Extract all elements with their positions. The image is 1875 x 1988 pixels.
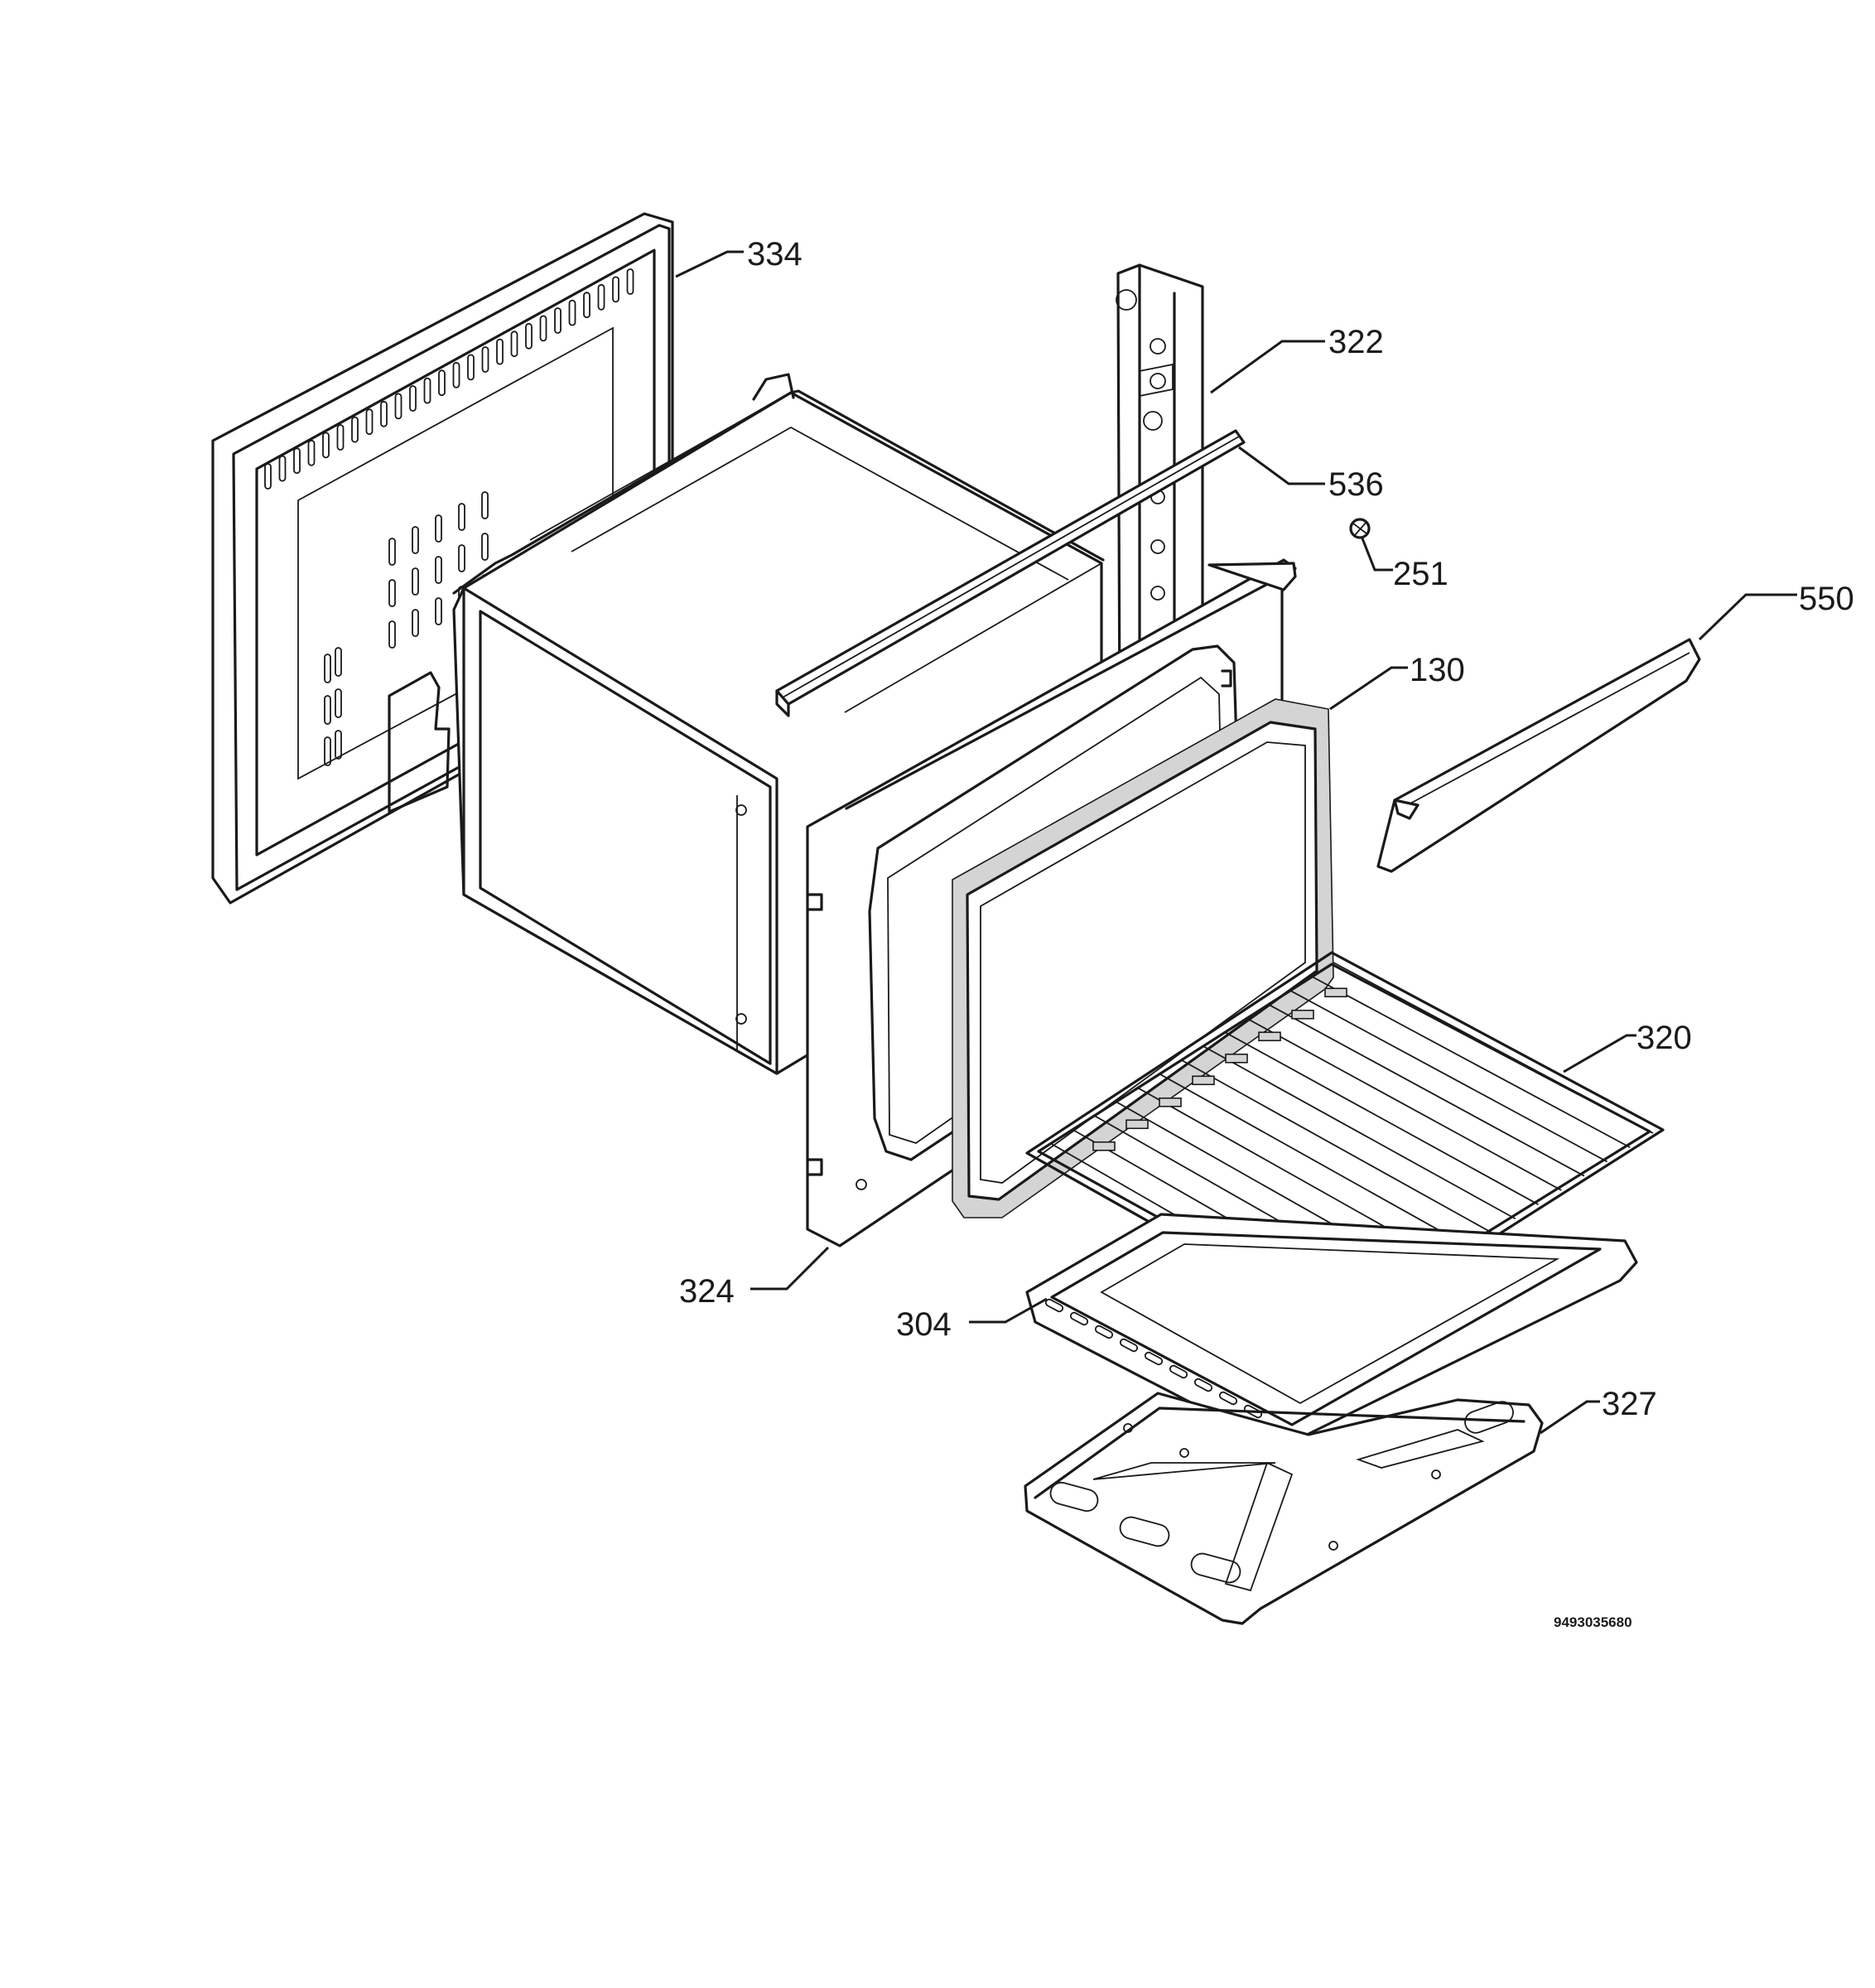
shelf-stop <box>1258 1031 1281 1042</box>
vent-slot <box>412 526 419 554</box>
part-334-rear-panel <box>211 212 674 905</box>
shelf-stop <box>1092 1141 1116 1151</box>
vent-slot <box>496 338 504 365</box>
vent-slot <box>568 299 576 326</box>
part-327-bottom-plate <box>1024 1392 1544 1625</box>
vent-slot <box>365 408 374 436</box>
vent-slot <box>467 354 475 381</box>
vent-slot <box>481 533 489 561</box>
vent-slot <box>394 393 402 420</box>
vent-slot <box>423 377 431 404</box>
vent-slot <box>409 385 417 412</box>
vent-slot <box>583 292 590 319</box>
callout-304: 304 <box>896 1306 952 1343</box>
vent-slot <box>438 369 446 397</box>
rim-slot <box>1119 1338 1139 1353</box>
callout-550: 550 <box>1799 581 1854 617</box>
callout-labels: 334 322 536 251 550 130 320 324 304 327 … <box>679 236 1854 1630</box>
vent-slot <box>351 416 359 443</box>
vent-slot <box>597 283 605 311</box>
vent-slot <box>335 688 342 718</box>
callout-251: 251 <box>1393 556 1448 592</box>
vent-slot <box>458 544 465 572</box>
shelf-stop <box>1324 987 1347 998</box>
part-536-rod <box>775 429 1246 717</box>
shelf-wire <box>1311 975 1631 1149</box>
vent-slot <box>435 597 442 625</box>
vent-slot <box>481 346 489 373</box>
shelf-wire <box>1289 989 1608 1163</box>
vent-slot <box>335 647 342 677</box>
shelf-wire <box>1267 1003 1585 1177</box>
leader-lines <box>675 250 1797 1435</box>
document-number: 9493035680 <box>1554 1614 1632 1630</box>
rim-slot <box>1144 1351 1164 1366</box>
shelf-stop <box>1192 1075 1215 1086</box>
vent-slot <box>626 268 634 295</box>
part-550-cover-strip <box>1376 638 1701 873</box>
callout-334: 334 <box>747 236 803 273</box>
rim-slot <box>1094 1325 1114 1339</box>
vent-slot <box>458 503 465 531</box>
vent-slot <box>324 695 331 725</box>
callout-322: 322 <box>1328 324 1384 360</box>
vent-slot <box>264 463 272 490</box>
shelf-wire <box>1159 1073 1470 1248</box>
callout-324: 324 <box>679 1273 735 1310</box>
part-304-baking-tray <box>1025 1213 1638 1446</box>
vent-slot <box>293 447 301 475</box>
vent-slot <box>412 567 419 596</box>
vent-slot <box>380 400 388 427</box>
vent-slot <box>307 439 316 466</box>
part-130-door-gasket <box>952 698 1334 1218</box>
vent-slot <box>336 424 345 451</box>
callout-130: 130 <box>1410 652 1465 688</box>
rim-slot <box>1069 1311 1089 1326</box>
shelf-wire <box>1224 1031 1539 1205</box>
tray-rim-slots <box>1044 1298 1263 1419</box>
vent-slot <box>388 620 396 649</box>
shelf-wire <box>1202 1045 1516 1220</box>
rim-slot <box>1044 1298 1064 1313</box>
rear-panel-vent-slots <box>264 268 634 766</box>
vent-slot <box>278 455 287 482</box>
vent-slot <box>435 556 442 584</box>
vent-slot <box>388 579 396 607</box>
shelf-stop <box>1159 1097 1182 1107</box>
vent-slot <box>554 307 562 334</box>
vent-slot <box>324 654 331 683</box>
vent-slot <box>322 432 330 459</box>
rim-slot <box>1218 1391 1238 1406</box>
vent-slot <box>335 730 342 760</box>
shelf-wire <box>1180 1059 1493 1234</box>
shelf-wire <box>1246 1017 1562 1191</box>
shelf-wire <box>1333 962 1654 1134</box>
vent-slot <box>612 276 619 303</box>
vent-slot <box>481 491 489 519</box>
vent-slot <box>539 315 547 342</box>
vent-slot <box>412 609 419 637</box>
shelf-stop <box>1291 1009 1314 1020</box>
part-251-screw <box>1349 518 1371 539</box>
rim-slot <box>1243 1404 1263 1419</box>
callout-327: 327 <box>1602 1386 1657 1422</box>
vent-slot <box>435 514 442 543</box>
callout-536: 536 <box>1328 466 1384 503</box>
shelf-stop <box>1125 1119 1149 1130</box>
vent-slot <box>388 538 396 566</box>
shelf-stop <box>1225 1053 1248 1064</box>
vent-slot <box>452 361 460 388</box>
vent-slot <box>510 331 518 358</box>
rim-slot <box>1169 1364 1188 1379</box>
vent-slot <box>525 322 533 350</box>
callout-320: 320 <box>1636 1020 1692 1056</box>
vent-slot <box>324 736 331 766</box>
rim-slot <box>1193 1378 1213 1392</box>
